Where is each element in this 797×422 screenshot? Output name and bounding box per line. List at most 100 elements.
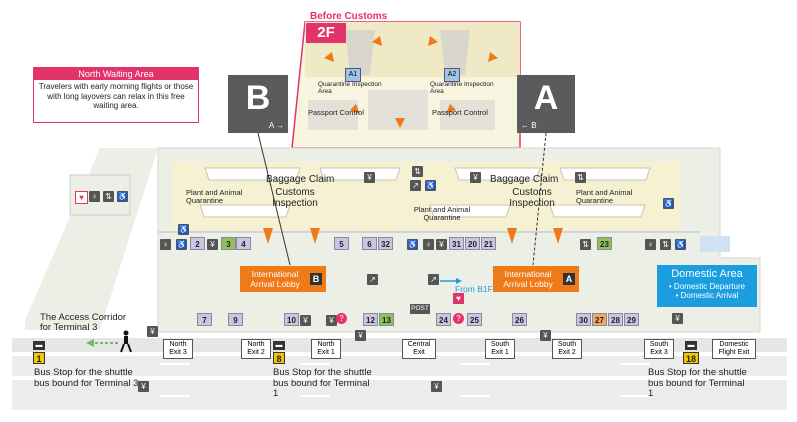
gate-13: 13	[379, 313, 394, 326]
domestic-flight-exit[interactable]: Domestic Flight Exit	[712, 339, 756, 359]
gate-7: 7	[197, 313, 212, 326]
gate-21: 21	[481, 237, 496, 250]
elevator-icon: ⇅	[412, 166, 423, 177]
elevator-icon: ⇅	[660, 239, 671, 250]
gate-2: 2	[190, 237, 205, 250]
bus-stop-18-number: 18	[683, 352, 699, 364]
aed-icon: ♥	[453, 293, 464, 304]
gate-9: 9	[228, 313, 243, 326]
baggage-claim-right: Baggage Claim	[490, 174, 559, 185]
passport-right-label: Passport Control	[432, 108, 488, 117]
gate-30: 30	[576, 313, 591, 326]
plant-right-label: Plant and Animal Quarantine	[576, 188, 633, 205]
wheelchair-icon: ♿	[663, 198, 674, 209]
arrival-lobby-a-badge: A	[563, 273, 575, 285]
wheelchair-icon: ♿	[178, 224, 189, 235]
walking-person-icon	[120, 330, 132, 353]
currency-exchange-icon: ¥	[470, 172, 481, 183]
bus-icon: ▬	[685, 341, 697, 350]
south-exit-1[interactable]: South Exit 1	[485, 339, 515, 359]
badge-a1: A1	[345, 68, 361, 82]
wheelchair-icon: ♿	[407, 239, 418, 250]
restroom-icon: ♀	[160, 239, 171, 250]
gate-23: 23	[597, 237, 612, 250]
passport-left-label: Passport Control	[308, 108, 364, 117]
gate-27: 27	[592, 313, 607, 326]
gate-5: 5	[334, 237, 349, 250]
bus-stop-terminal3-label: Bus Stop for the shuttle bus bound for T…	[34, 367, 139, 389]
currency-exchange-icon: ¥	[540, 330, 551, 341]
currency-exchange-icon: ¥	[326, 315, 337, 326]
information-icon: ?	[453, 313, 464, 324]
north-exit-2[interactable]: North Exit 2	[241, 339, 271, 359]
before-customs-inset: Before Customs 2F A1 A2 Quarantine Inspe…	[0, 0, 797, 160]
south-exit-2[interactable]: South Exit 2	[552, 339, 582, 359]
domestic-area-title: Domestic Area	[671, 268, 743, 280]
gate-25: 25	[467, 313, 482, 326]
before-customs-title: Before Customs	[310, 11, 388, 22]
gate-28: 28	[608, 313, 623, 326]
zone-b-letter: B	[245, 79, 271, 117]
currency-exchange-icon: ¥	[672, 313, 683, 324]
currency-exchange-icon: ¥	[207, 239, 218, 250]
currency-exchange-icon: ¥	[355, 330, 366, 341]
zone-a-badge: A ← B	[517, 75, 575, 133]
central-exit[interactable]: Central Exit	[402, 339, 436, 359]
north-exit-3[interactable]: North Exit 3	[163, 339, 193, 359]
bus-icon: ▬	[33, 341, 45, 350]
floor-badge: 2F	[306, 23, 346, 43]
south-exit-3[interactable]: South Exit 3	[644, 339, 674, 359]
domestic-arrival: • Domestic Arrival	[675, 291, 739, 300]
information-icon: ?	[336, 313, 347, 324]
gate-6: 6	[362, 237, 377, 250]
zone-a-direction: ← B	[521, 121, 537, 130]
quarantine-left-label: Quarantine Inspection Area	[318, 81, 382, 95]
gate-24: 24	[436, 313, 451, 326]
wheelchair-icon: ♿	[425, 180, 436, 191]
escalator-icon: ↗	[410, 180, 421, 191]
post-office-label: POST	[410, 304, 430, 314]
arrival-lobby-b-badge: B	[310, 273, 322, 285]
wheelchair-icon: ♿	[117, 191, 128, 202]
arrival-lobby-a-label: International Arrival Lobby	[503, 269, 553, 289]
aed-icon: ♥	[75, 191, 88, 204]
restroom-icon: ♀	[89, 191, 100, 202]
elevator-icon: ⇅	[103, 191, 114, 202]
plant-center-label: Plant and Animal Quarantine	[413, 205, 471, 222]
north-exit-1[interactable]: North Exit 1	[311, 339, 341, 359]
currency-exchange-icon: ¥	[138, 381, 149, 392]
bus-stop-1-number: 1	[33, 352, 45, 364]
gate-12: 12	[363, 313, 378, 326]
wheelchair-icon: ♿	[675, 239, 686, 250]
gate-10: 10	[284, 313, 299, 326]
bus-icon: ▬	[273, 341, 285, 350]
arrival-lobby-b[interactable]: International Arrival Lobby B	[240, 266, 326, 292]
gate-20: 20	[465, 237, 480, 250]
gate-32: 32	[378, 237, 393, 250]
domestic-departure: • Domestic Departure	[668, 282, 746, 291]
gate-3: 3	[221, 237, 236, 250]
arrival-lobby-b-label: International Arrival Lobby	[250, 269, 300, 289]
zone-b-direction: A →	[268, 121, 284, 130]
gate-4: 4	[236, 237, 251, 250]
plant-left-label: Plant and Animal Quarantine	[186, 188, 243, 205]
north-waiting-body: Travelers with early morning flights or …	[38, 82, 194, 110]
arrival-lobby-a[interactable]: International Arrival Lobby A	[493, 266, 579, 292]
from-b1f-label: From B1F	[455, 284, 493, 294]
domestic-area-box[interactable]: Domestic Area • Domestic Departure • Dom…	[657, 265, 757, 307]
currency-exchange-icon: ¥	[436, 239, 447, 250]
currency-exchange-icon: ¥	[431, 381, 442, 392]
restroom-icon: ♀	[423, 239, 434, 250]
escalator-icon: ↗	[367, 274, 378, 285]
escalator-icon: ↗	[428, 274, 439, 285]
zone-a-letter: A	[533, 79, 559, 117]
gate-31: 31	[449, 237, 464, 250]
north-waiting-callout: North Waiting Area Travelers with early …	[33, 67, 199, 123]
customs-right: Customs Inspection	[509, 187, 555, 209]
baggage-claim-left: Baggage Claim	[266, 174, 335, 185]
restroom-icon: ♀	[645, 239, 656, 250]
access-corridor-label: The Access Corridor for Terminal 3	[40, 312, 127, 333]
elevator-icon: ⇅	[580, 239, 591, 250]
currency-exchange-icon: ¥	[300, 315, 311, 326]
